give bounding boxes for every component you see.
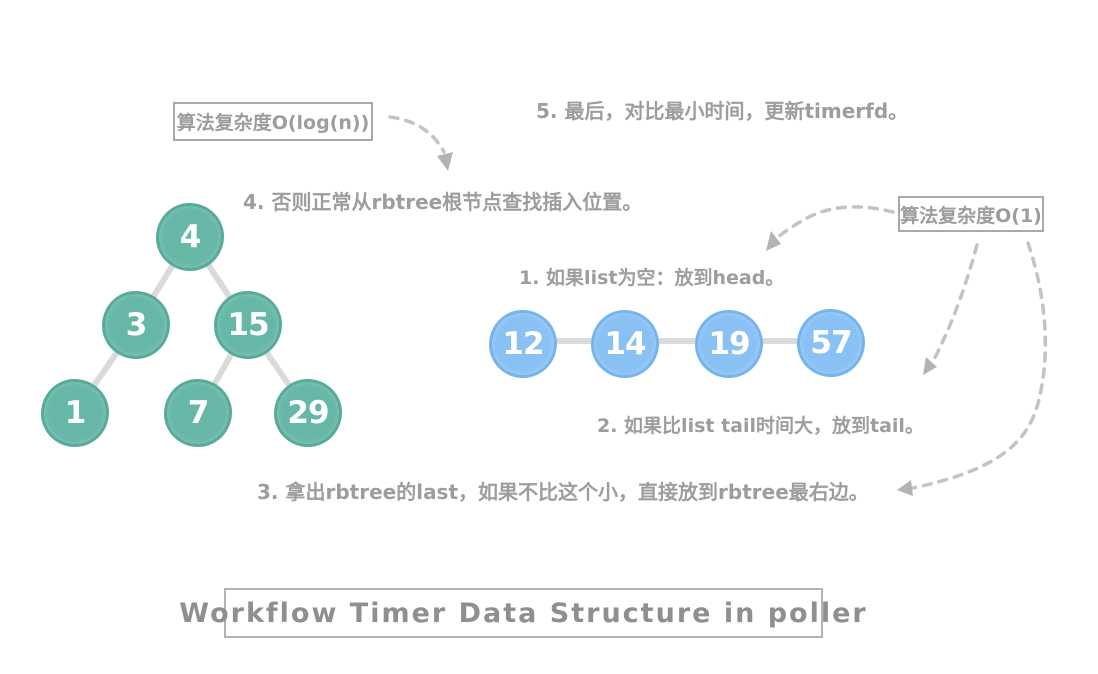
arrowhead-step1-icon <box>766 231 781 251</box>
arrowhead-logn-icon <box>437 152 453 171</box>
list-node: 12 <box>489 310 557 378</box>
complexity-label-rbtree: 算法复杂度O(log(n)) <box>173 102 373 141</box>
dashed-arrow-o1-to-step3 <box>911 241 1048 490</box>
annotation-step2: 2. 如果比list tail时间大，放到tail。 <box>597 415 924 437</box>
dashed-arrow-o1-to-tail <box>929 243 979 367</box>
complexity-label-list-text: 算法复杂度O(1) <box>900 204 1042 227</box>
dashed-arrow-logn-to-rbtree <box>388 115 446 154</box>
annotation-step1: 1. 如果list为空：放到head。 <box>519 267 785 289</box>
list-node: 14 <box>591 310 659 378</box>
rbtree-node: 1 <box>41 379 109 447</box>
rbtree-node: 3 <box>102 291 170 359</box>
annotation-step5: 5. 最后，对比最小时间，更新timerfd。 <box>536 99 909 123</box>
rbtree-node: 29 <box>274 379 342 447</box>
dashed-arrow-o1-to-step1 <box>771 205 895 244</box>
diagram-title: Workflow Timer Data Structure in poller <box>179 597 868 629</box>
complexity-label-list: 算法复杂度O(1) <box>898 196 1044 232</box>
arrowhead-step3-icon <box>897 480 913 496</box>
title-box: Workflow Timer Data Structure in poller <box>179 588 866 638</box>
rbtree-node: 4 <box>156 203 224 271</box>
annotation-step4: 4. 否则正常从rbtree根节点查找插入位置。 <box>243 190 643 214</box>
list-node: 19 <box>695 310 763 378</box>
list-node: 57 <box>797 309 865 377</box>
rbtree-node: 7 <box>164 379 232 447</box>
complexity-label-rbtree-text: 算法复杂度O(log(n)) <box>176 112 370 134</box>
rbtree-node: 15 <box>214 291 282 359</box>
annotation-step3: 3. 拿出rbtree的last，如果不比这个小，直接放到rbtree最右边。 <box>257 480 869 504</box>
arrowhead-tail-icon <box>923 357 937 375</box>
